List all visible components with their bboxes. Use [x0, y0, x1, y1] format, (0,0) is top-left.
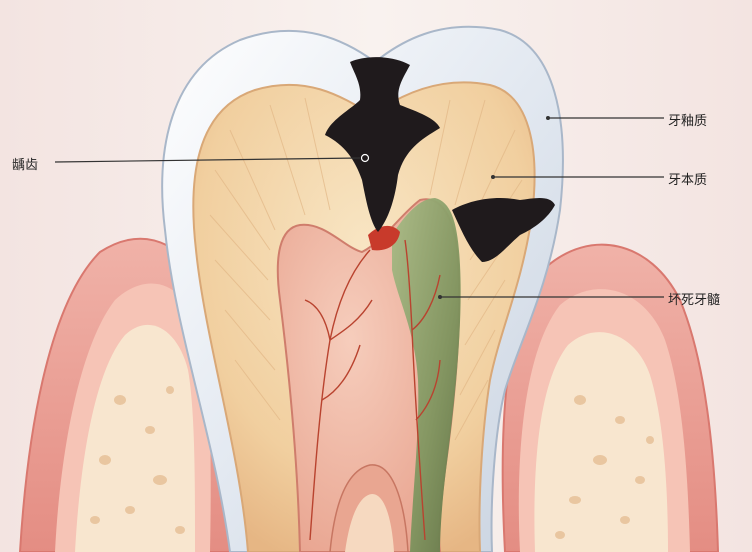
inflamed-spot	[368, 225, 400, 251]
leader-lines	[54, 117, 664, 298]
label-enamel: 牙釉质	[668, 114, 708, 129]
bone-pores	[90, 386, 654, 539]
left-bone	[75, 324, 195, 552]
label-necrotic-pulp: 坏死牙髓	[668, 293, 721, 308]
leader-line-caries	[54, 157, 361, 163]
dentin-tubules	[209, 97, 523, 441]
caries-marker-dot	[360, 153, 370, 163]
label-dentin: 牙本质	[668, 173, 708, 188]
label-caries: 龋齿	[12, 158, 39, 173]
right-gum	[501, 243, 720, 552]
pulp-vessels	[304, 239, 441, 541]
right-bone	[534, 332, 668, 552]
caries	[325, 57, 555, 262]
